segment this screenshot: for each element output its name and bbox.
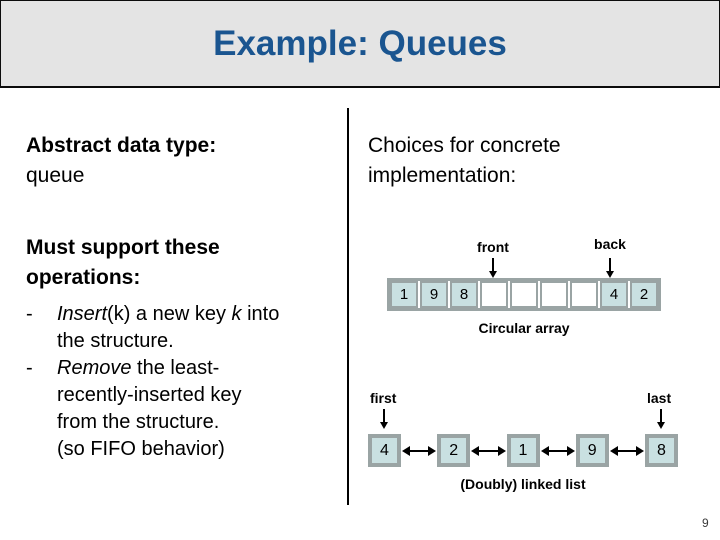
bullet-line: Insert(k) a new key k into — [57, 303, 280, 325]
bullet-text: Remove the least-recently-inserted key fr… — [57, 355, 336, 436]
array-cell — [480, 281, 508, 308]
list-node: 9 — [575, 434, 609, 467]
list-node: 2 — [437, 434, 471, 467]
double-arrow-icon — [401, 445, 437, 456]
array-cell — [540, 281, 568, 308]
operations-list: - Insert(k) a new key k into the structure… — [26, 301, 336, 463]
list-item: - Insert(k) a new key k into the structure… — [26, 301, 336, 355]
first-pointer-arrow-icon — [380, 409, 388, 429]
linked-list-caption: (Doubly) linked list — [460, 476, 586, 492]
array-cell: 9 — [420, 281, 448, 308]
adt-value: queue — [26, 164, 85, 187]
last-label: last — [647, 390, 672, 406]
bullet-line: (so FIFO behavior) — [57, 438, 225, 460]
double-arrow-icon — [471, 445, 506, 456]
slide-title: Example: Queues — [213, 23, 507, 63]
bullet-text: Insert(k) a new key k into the structure. — [57, 301, 336, 355]
header-band: Example: Queues — [0, 0, 720, 88]
list-item: (so FIFO behavior) — [26, 436, 336, 463]
array-cell: 4 — [600, 281, 628, 308]
bullet-dash — [26, 436, 57, 463]
double-arrow-icon — [609, 445, 645, 456]
list-node: 1 — [506, 434, 540, 467]
bullet-line: recently-inserted key — [57, 384, 242, 406]
array-cell: 2 — [630, 281, 658, 308]
list-node: 8 — [645, 434, 678, 467]
list-item: - Remove the least-recently-inserted key f… — [26, 355, 336, 436]
list-nodes: 4 2 1 9 8 — [368, 434, 678, 467]
bullet-dash: - — [26, 303, 33, 325]
array-cell — [510, 281, 538, 308]
choices-heading: Choices for concrete implementation: — [368, 131, 698, 191]
adt-heading: Abstract data type: — [26, 134, 217, 157]
bullet-line: from the structure. — [57, 411, 220, 433]
operations-heading: Must support these operations: — [26, 233, 326, 293]
back-label: back — [594, 236, 626, 252]
last-pointer-arrow-icon — [657, 409, 665, 429]
linked-list-diagram: first last 4 2 1 9 8 (Doubly) linked list — [368, 390, 678, 505]
choices-heading-line-1: Choices for concrete — [368, 134, 561, 157]
bullet-line: Remove the least- — [57, 357, 220, 379]
operations-heading-line-1: Must support these — [26, 236, 220, 259]
back-pointer-arrow-icon — [606, 258, 614, 278]
front-label: front — [477, 239, 509, 255]
array-cell: 8 — [450, 281, 478, 308]
array-cell — [570, 281, 598, 308]
first-label: first — [370, 390, 397, 406]
choices-heading-line-2: implementation: — [368, 164, 517, 187]
operations-heading-line-2: operations: — [26, 266, 141, 289]
bullet-text: (so FIFO behavior) — [57, 436, 336, 463]
front-pointer-arrow-icon — [489, 258, 497, 278]
double-arrow-icon — [540, 445, 576, 456]
bullet-line: the structure. — [57, 330, 174, 352]
array-cell: 1 — [390, 281, 418, 308]
page-number: 9 — [702, 516, 709, 530]
circular-array-caption: Circular array — [478, 320, 570, 336]
bullet-dash: - — [26, 357, 33, 379]
abstract-data-type-block: Abstract data type: queue — [26, 131, 326, 191]
list-node: 4 — [368, 434, 401, 467]
column-divider — [347, 108, 349, 505]
